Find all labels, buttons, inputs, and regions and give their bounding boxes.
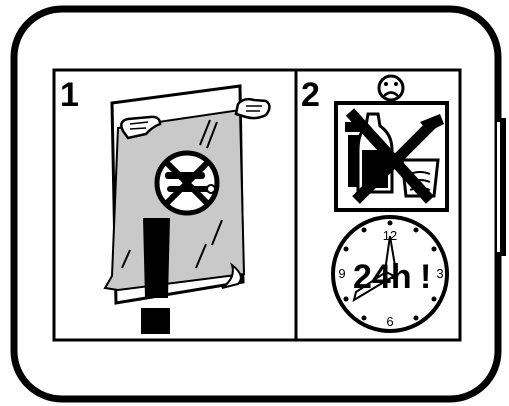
panel-2-number: 2 [301, 76, 320, 114]
clock-label: 24h [353, 258, 412, 296]
clock-exclamation: ! [420, 258, 431, 296]
clock-numeral-3: 3 [436, 266, 443, 281]
smiley-sad-icon [379, 76, 403, 100]
clock-numeral-9: 9 [338, 266, 345, 281]
exclamation-icon [141, 218, 170, 334]
clock-icon: 12 3 6 9 24h ! [333, 217, 447, 331]
no-cleaning-products-icon [336, 103, 447, 210]
clock-numeral-6: 6 [386, 314, 393, 329]
no-tools-icon [157, 153, 217, 213]
hand-icon [236, 99, 270, 118]
panel-1-number: 1 [60, 76, 79, 114]
